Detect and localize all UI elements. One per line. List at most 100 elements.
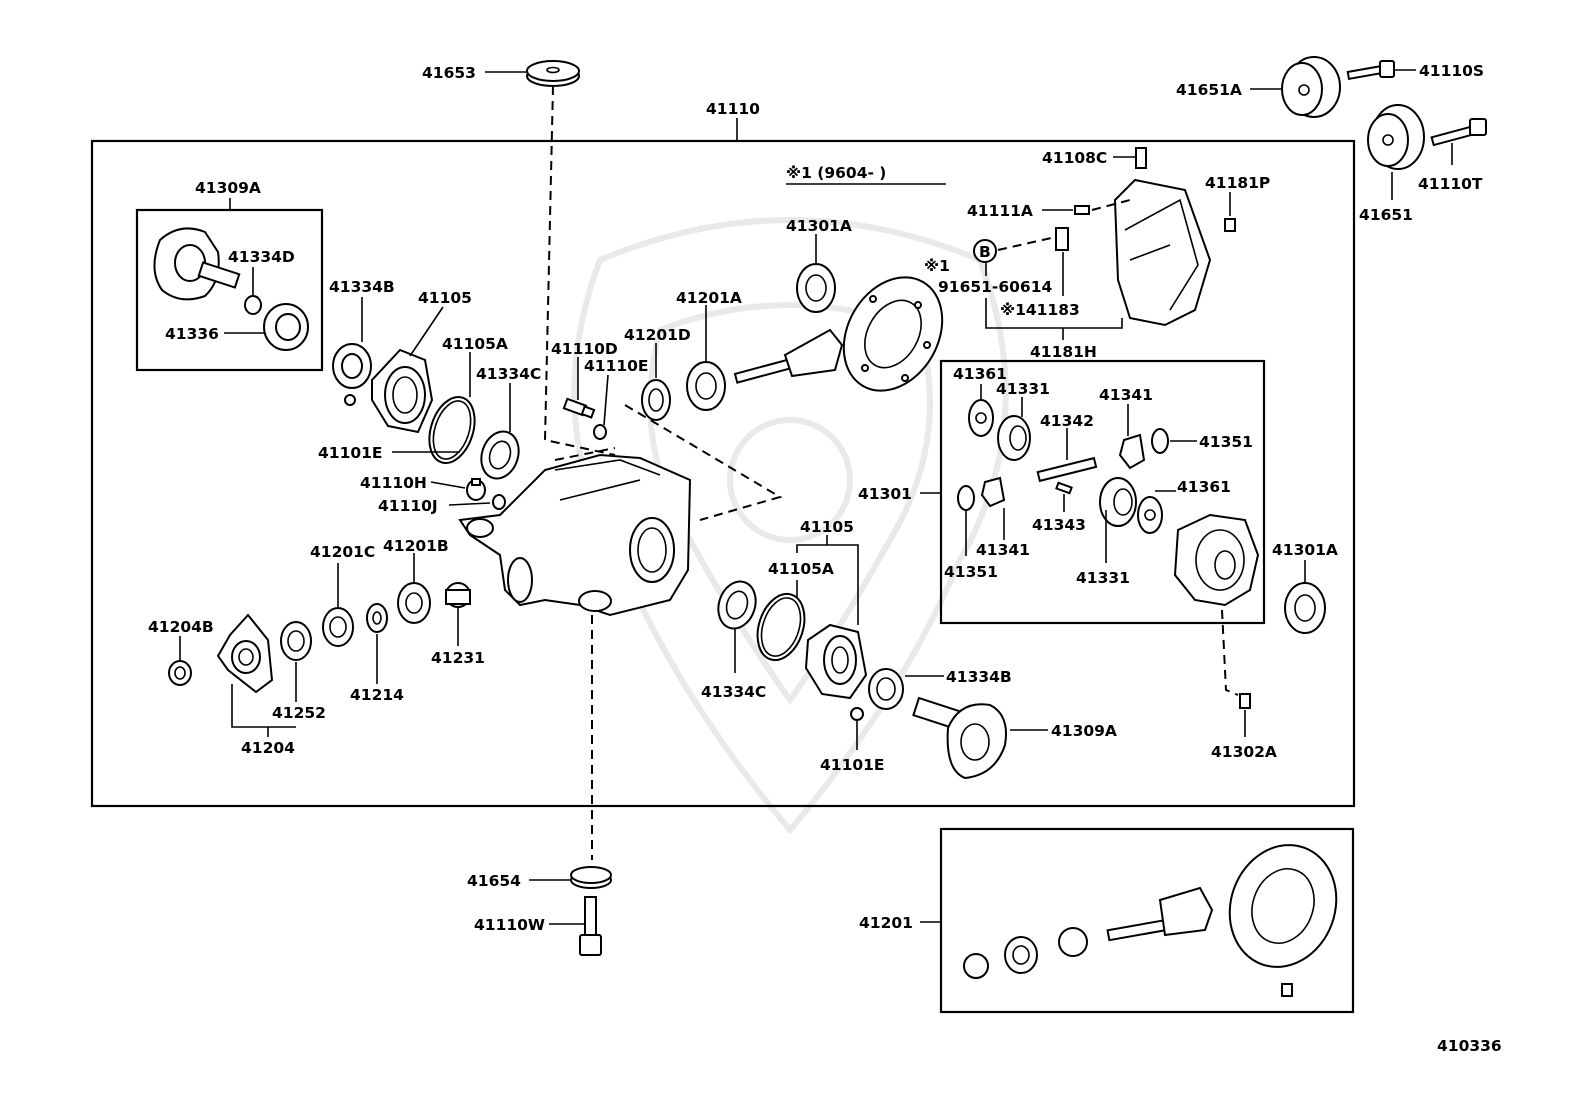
label-41110S[interactable]: 41110S [1419,62,1484,80]
o-ring-41105A-top [428,396,476,464]
note-part-91651[interactable]: 91651-60614 [938,278,1052,296]
mount-41651 [1367,104,1425,170]
carrier-housing [458,453,692,617]
label-41204B[interactable]: 41204B [148,618,214,636]
o-ring-41105A-bottom [756,592,806,662]
bearing-41201C [322,607,354,647]
label-41301[interactable]: 41301 [858,485,912,503]
label-41334B-top[interactable]: 41334B [329,278,395,296]
rear-cover [1113,178,1212,327]
label-41343[interactable]: 41343 [1032,516,1086,534]
flange-41309A-bottom [912,696,1007,780]
housing-41105-bottom [804,623,868,700]
label-41334C-bottom[interactable]: 41334C [701,683,766,701]
label-41110J[interactable]: 41110J [378,497,438,515]
label-41105-top[interactable]: 41105 [418,289,472,307]
note-bracket-part[interactable]: ※141183 [1000,301,1080,319]
label-41301A-top[interactable]: 41301A [786,217,852,235]
label-41361-a[interactable]: 41361 [953,365,1007,383]
washer-41110E [593,424,607,440]
label-41110D[interactable]: 41110D [551,340,618,358]
flange-41204 [216,613,274,694]
label-41101E-left[interactable]: 41101E [318,444,383,462]
label-41309A-bottom[interactable]: 41309A [1051,722,1117,740]
label-41301A-right[interactable]: 41301A [1272,541,1338,559]
shim-41334C-top [480,430,520,480]
subassembly-box-41301 [939,359,1266,625]
label-41654[interactable]: 41654 [467,872,521,890]
cushion-41654 [570,866,612,889]
bolt-41101E [850,707,864,721]
label-41252[interactable]: 41252 [272,704,326,722]
seal-41334B-bottom [868,668,904,710]
bolt-41108C [1135,147,1147,169]
label-41341-b[interactable]: 41341 [976,541,1030,559]
label-41651[interactable]: 41651 [1359,206,1413,224]
label-41309A-top[interactable]: 41309A [195,179,261,197]
label-41334C-top[interactable]: 41334C [476,365,541,383]
bolt-41110D [562,397,596,419]
label-41201C[interactable]: 41201C [310,543,375,561]
label-41204[interactable]: 41204 [241,739,295,757]
washer-41351-a [1151,428,1169,454]
label-41331-b[interactable]: 41331 [1076,569,1130,587]
pin-41183 [1055,227,1069,251]
shim-41201D [641,379,671,421]
label-41201A[interactable]: 41201A [676,289,742,307]
label-41105-bottom[interactable]: 41105 [800,518,854,536]
note-circle-letter[interactable]: B [979,243,991,261]
label-41336[interactable]: 41336 [165,325,219,343]
label-41214[interactable]: 41214 [350,686,404,704]
washer-41351-b [957,485,975,511]
label-41181P[interactable]: 41181P [1205,174,1270,192]
label-41110W[interactable]: 41110W [474,916,545,934]
plug-41110H [466,478,486,501]
seal-41252 [280,621,312,661]
label-41331-a[interactable]: 41331 [996,380,1050,398]
label-41111A[interactable]: 41111A [967,202,1033,220]
label-41201[interactable]: 41201 [859,914,913,932]
label-41181H[interactable]: 41181H [1030,343,1097,361]
spacer-41214 [366,603,388,633]
bolt-41110W [579,896,602,956]
label-41653[interactable]: 41653 [422,64,476,82]
label-41110T[interactable]: 41110T [1418,175,1483,193]
note-range-label[interactable]: ※1 (9604- ) [786,164,886,182]
label-41105A-top[interactable]: 41105A [442,335,508,353]
label-41201D[interactable]: 41201D [624,326,691,344]
label-41342[interactable]: 41342 [1040,412,1094,430]
label-41351-a[interactable]: 41351 [1199,433,1253,451]
label-41105A-bottom[interactable]: 41105A [768,560,834,578]
label-41334D[interactable]: 41334D [228,248,295,266]
note-circle-b [973,239,997,263]
label-41108C[interactable]: 41108C [1042,149,1107,167]
label-41231[interactable]: 41231 [431,649,485,667]
pinion-41341-b [980,476,1006,508]
label-41302A[interactable]: 41302A [1211,743,1277,761]
label-41334B-bottom[interactable]: 41334B [946,668,1012,686]
pinion-shaft [733,328,844,384]
label-41101E-bottom[interactable]: 41101E [820,756,885,774]
label-41651A[interactable]: 41651A [1176,81,1242,99]
bolt-41302A [1239,693,1251,709]
label-41110E[interactable]: 41110E [584,357,649,375]
shaft-41342 [1036,456,1098,483]
mount-41651A [1281,56,1341,118]
main-assembly-frame [90,139,1356,808]
side-gear-41331-a [997,415,1031,461]
subassembly-box-41201 [939,827,1355,1014]
label-41351-b[interactable]: 41351 [944,563,998,581]
bearing-41201A [686,361,726,411]
washer-41361-b [1137,496,1163,534]
label-41361-b[interactable]: 41361 [1177,478,1231,496]
label-41110[interactable]: 41110 [706,100,760,118]
clip-41334D [244,295,262,315]
label-41110H[interactable]: 41110H [360,474,427,492]
label-41201B[interactable]: 41201B [383,537,449,555]
label-41341-a[interactable]: 41341 [1099,386,1153,404]
pin-41343 [1055,481,1073,495]
bolt-41110T [1430,118,1487,147]
washer-41361-a [968,399,994,437]
note-mark-1[interactable]: ※1 [924,257,950,275]
gasket-41110J [492,494,506,510]
